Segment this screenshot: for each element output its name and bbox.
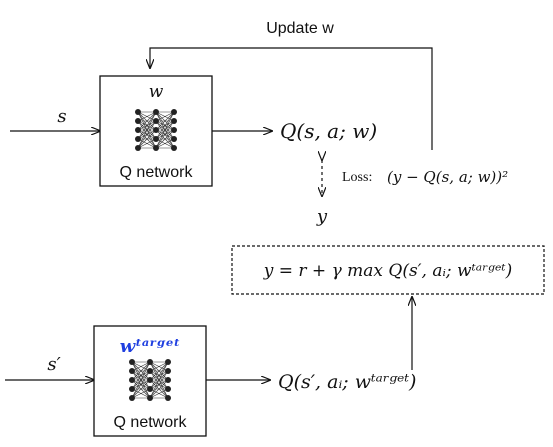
loss-label: Loss:: [342, 170, 372, 185]
target-formula-box: y = r + γ max Q(s′, aᵢ; wᵗᵃʳᵍᵉᵗ): [231, 245, 545, 295]
top-network: s w Q network Q(s, a; w): [10, 75, 377, 187]
input-label-s: s: [57, 106, 66, 127]
target-dashed-box: [231, 245, 545, 295]
weight-label-w-target: wᵗᵃʳᵍᵉᵗ: [120, 336, 181, 357]
output-label-q-target: Q(s′, aᵢ; wᵗᵃʳᵍᵉᵗ): [278, 371, 416, 393]
output-label-q: Q(s, a; w): [280, 119, 377, 143]
neural-network-icon: [129, 359, 171, 401]
update-loop: Update w: [150, 20, 433, 150]
loss-formula: (y − Q(s, a; w))²: [387, 168, 508, 186]
q-network-label: Q network: [120, 164, 194, 181]
update-label: Update w: [266, 20, 334, 37]
input-label-s-prime: s′: [47, 354, 60, 375]
neural-network-icon: [135, 109, 177, 151]
weight-label-w: w: [149, 82, 164, 102]
target-y-label: y: [316, 206, 328, 227]
update-arrow: [150, 47, 433, 150]
target-formula: y = r + γ max Q(s′, aᵢ; wᵗᵃʳᵍᵉᵗ): [263, 261, 513, 281]
bottom-network: s′ wᵗᵃʳᵍᵉᵗ Q network Q(s′, aᵢ; wᵗᵃʳᵍᵉᵗ): [5, 297, 416, 437]
loss-section: Loss: (y − Q(s, a; w))² y: [316, 160, 508, 227]
target-q-network-label: Q network: [114, 414, 188, 431]
